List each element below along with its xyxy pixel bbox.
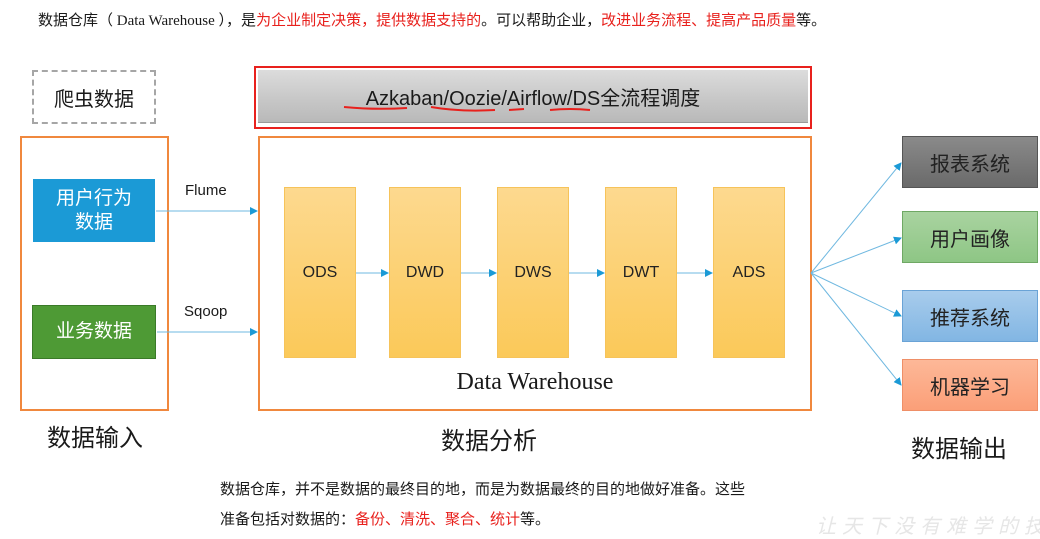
- intro-text: 数据仓库（ Data Warehouse ），是为企业制定决策，提供数据支持的。…: [38, 9, 826, 30]
- to-report-arrow: [810, 162, 902, 274]
- layer-dwd: DWD: [389, 187, 461, 358]
- output-user-profile: 用户画像: [902, 211, 1038, 263]
- business-data-label: 业务数据: [55, 321, 132, 343]
- output-label: 推荐系统: [930, 307, 1010, 330]
- layer-label: DWD: [405, 263, 445, 281]
- intro-part: 数据仓库（ Data Warehouse ），是: [38, 13, 257, 29]
- business-data-box: 业务数据: [32, 305, 156, 359]
- output-machine-learning: 机器学习: [902, 359, 1038, 411]
- layer-ods: ODS: [284, 187, 356, 358]
- to-profile-arrow: [810, 236, 902, 274]
- scheduler-label: Azkaban/Oozie/Airflow/DS全流程调度: [365, 87, 701, 110]
- layer-label: ADS: [732, 263, 766, 281]
- footer-line-1: 数据仓库，并不是数据的最终目的地，而是为数据最终的目的地做好准备。这些: [220, 482, 746, 498]
- output-label: 用户画像: [930, 228, 1010, 251]
- layer-label: ODS: [302, 263, 338, 281]
- section-label-analysis: 数据分析: [441, 428, 537, 455]
- to-ml-arrow: [810, 272, 902, 386]
- footer-highlight: 备份、清洗、聚合、统计: [355, 512, 521, 528]
- layer-dws: DWS: [497, 187, 569, 358]
- crawler-data-label: 爬虫数据: [54, 88, 134, 111]
- flume-label: Flume: [185, 182, 227, 199]
- intro-highlight: 为企业制定决策，提供数据支持的: [256, 13, 482, 29]
- scheduler-bar: Azkaban/Oozie/Airflow/DS全流程调度: [258, 70, 808, 123]
- layer-label: DWT: [622, 263, 660, 281]
- output-recommendation-system: 推荐系统: [902, 290, 1038, 342]
- sqoop-label: Sqoop: [184, 303, 228, 320]
- layer-ads: ADS: [713, 187, 785, 358]
- watermark: 让天下没有难学的技术: [816, 516, 1040, 538]
- data-warehouse-title: Data Warehouse: [456, 369, 614, 395]
- footer-part: 准备包括对数据的：: [220, 512, 356, 528]
- intro-highlight: 改进业务流程、提高产品质量: [601, 13, 797, 29]
- footer-part: 等。: [520, 512, 551, 528]
- section-label-output: 数据输出: [911, 436, 1007, 463]
- output-label: 报表系统: [930, 153, 1010, 176]
- user-behavior-data-label: 用户行为 数据: [55, 187, 132, 233]
- output-label: 机器学习: [930, 376, 1010, 399]
- layer-dwt: DWT: [605, 187, 677, 358]
- intro-part: 。可以帮助企业，: [481, 13, 602, 29]
- section-label-input: 数据输入: [47, 425, 143, 452]
- intro-part: 等。: [796, 13, 827, 29]
- data-input-frame: [20, 136, 169, 411]
- footer-line-2: 准备包括对数据的：备份、清洗、聚合、统计等。: [220, 508, 550, 529]
- output-report-system: 报表系统: [902, 136, 1038, 188]
- layer-label: DWS: [514, 263, 552, 281]
- user-behavior-data-box: 用户行为 数据: [33, 179, 155, 242]
- crawler-data-box: 爬虫数据: [32, 70, 156, 124]
- to-recommend-arrow: [810, 272, 902, 317]
